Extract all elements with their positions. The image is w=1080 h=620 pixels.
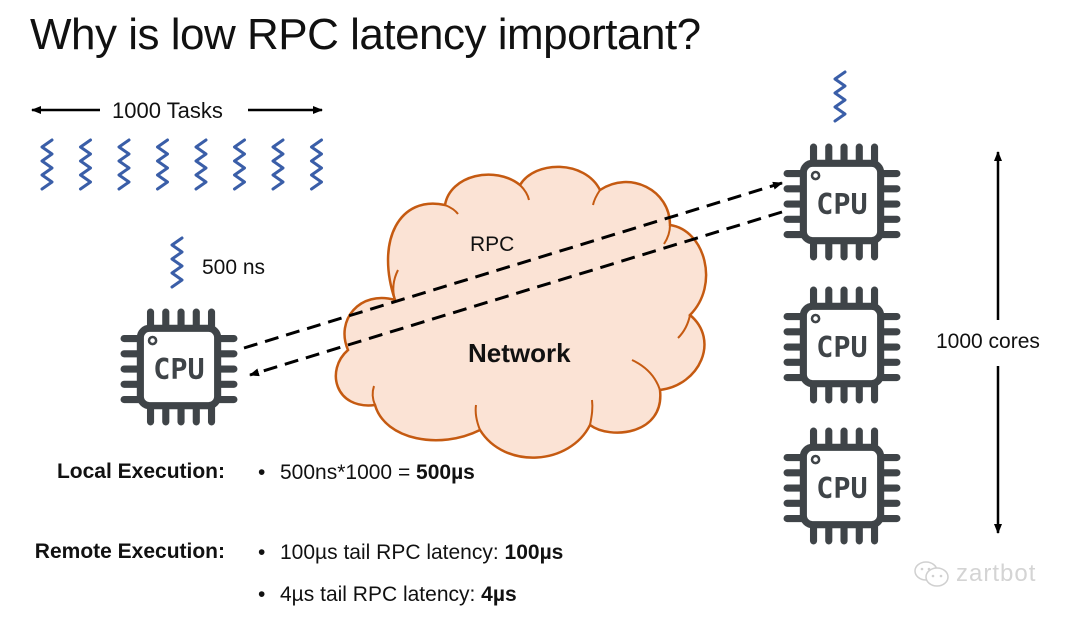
bullet-text: 100µs tail RPC latency: xyxy=(280,541,505,564)
rpc-response-arrow xyxy=(249,210,783,377)
task-wave-icon xyxy=(271,138,285,191)
network-cloud xyxy=(334,165,708,459)
bullet-result: 4µs xyxy=(481,583,517,606)
task-wave-icon xyxy=(79,138,92,191)
task-wave-icon xyxy=(194,138,208,191)
remote-cpu-icon-1 xyxy=(787,147,897,257)
task-waves xyxy=(40,138,323,191)
network-label: Network xyxy=(468,338,571,368)
rpc-request-arrow xyxy=(243,181,783,350)
bullet-dot: • xyxy=(258,461,266,484)
watermark: zartbot xyxy=(912,560,1036,588)
remote-cpu-icon-3 xyxy=(787,431,897,541)
tasks-label: 1000 Tasks xyxy=(112,98,223,123)
task-wave-icon xyxy=(310,138,323,191)
remote-cpu-icon-2 xyxy=(787,290,897,400)
task-wave-icon xyxy=(233,138,246,191)
bullet-result: 500µs xyxy=(416,461,475,484)
task-time-label: 500 ns xyxy=(202,256,266,279)
rpc-label: RPC xyxy=(470,233,515,256)
cores-label: 1000 cores xyxy=(934,330,1042,354)
wechat-icon xyxy=(914,561,949,587)
task-wave-icon xyxy=(156,138,169,191)
bullet-text: 4µs tail RPC latency: xyxy=(280,583,482,606)
remote-execution-bullet-1: • 100µs tail RPC latency: 100µs xyxy=(258,541,563,565)
task-wave-icon xyxy=(40,138,54,191)
task-wave-icon xyxy=(117,138,131,191)
local-task-wave-icon xyxy=(170,236,184,289)
local-execution-label: Local Execution: xyxy=(56,460,225,483)
bullet-text: 500ns*1000 = xyxy=(280,461,417,484)
local-execution-bullet: • 500ns*1000 = 500µs xyxy=(258,461,475,485)
slide-title: Why is low RPC latency important? xyxy=(30,10,701,59)
remote-task-wave-icon xyxy=(833,70,847,123)
bullet-result: 100µs xyxy=(504,541,564,564)
watermark-text: zartbot xyxy=(956,560,1037,587)
remote-execution-label: Remote Execution: xyxy=(34,540,225,563)
bullet-dot: • xyxy=(258,541,266,564)
remote-execution-bullet-2: • 4µs tail RPC latency: 4µs xyxy=(258,583,517,607)
local-cpu-icon xyxy=(124,312,234,422)
bullet-dot: • xyxy=(258,583,266,606)
